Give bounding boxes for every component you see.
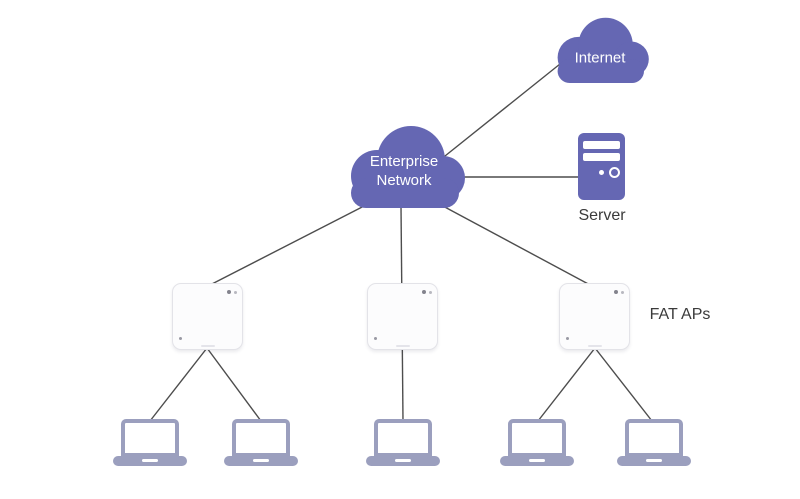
- fat-ap-3: [559, 283, 630, 350]
- laptop-screen: [374, 419, 432, 457]
- laptop-5: [617, 419, 691, 466]
- ap-led-icon: [429, 291, 432, 294]
- ap-brand-mark: [200, 345, 215, 347]
- ap-brand-mark: [587, 345, 602, 347]
- server-icon: [578, 133, 625, 200]
- edge-enterprise-ap1: [207, 203, 369, 287]
- ap-led-icon: [621, 291, 624, 294]
- laptop-notch: [142, 459, 158, 462]
- laptop-base: [113, 456, 187, 466]
- laptop-base: [366, 456, 440, 466]
- laptop-notch: [253, 459, 269, 462]
- fat-ap-1: [172, 283, 243, 350]
- ap-led-icon: [422, 290, 426, 294]
- laptop-base: [224, 456, 298, 466]
- edge-ap3-laptop4: [537, 347, 596, 422]
- server-led-dot-icon: [599, 170, 604, 175]
- laptop-screen: [625, 419, 683, 457]
- laptop-screen: [232, 419, 290, 457]
- laptop-screen: [508, 419, 566, 457]
- enterprise-network-cloud: Enterprise Network: [339, 120, 469, 208]
- enterprise-label-line2: Network: [376, 172, 432, 190]
- laptop-notch: [529, 459, 545, 462]
- server-slot: [583, 153, 620, 161]
- enterprise-label-line1: Enterprise: [369, 153, 439, 171]
- cloud-icon: [351, 126, 465, 208]
- laptop-notch: [646, 459, 662, 462]
- laptop-4: [500, 419, 574, 466]
- laptop-base: [617, 456, 691, 466]
- enterprise-network-label: Enterprise Network: [370, 152, 438, 190]
- ap-dot-icon: [374, 337, 377, 340]
- laptop-3: [366, 419, 440, 466]
- edge-ap1-laptop1: [149, 347, 208, 422]
- fat-ap-2: [367, 283, 438, 350]
- ap-dot-icon: [566, 337, 569, 340]
- server-slot: [583, 141, 620, 149]
- server-led-ring-icon: [609, 167, 620, 178]
- ap-dot-icon: [179, 337, 182, 340]
- laptop-2: [224, 419, 298, 466]
- laptop-notch: [395, 459, 411, 462]
- edge-enterprise-internet: [439, 63, 561, 161]
- internet-label: Internet: [574, 49, 626, 67]
- laptop-base: [500, 456, 574, 466]
- internet-cloud: Internet: [548, 13, 652, 83]
- cloud-icon: [557, 17, 649, 83]
- server-label: Server: [578, 207, 626, 224]
- edge-ap1-laptop2: [206, 347, 262, 422]
- ap-led-icon: [614, 290, 618, 294]
- fat-aps-label: FAT APs: [649, 306, 711, 323]
- ap-brand-mark: [395, 345, 410, 347]
- edge-enterprise-ap3: [440, 204, 593, 287]
- ap-led-icon: [227, 290, 231, 294]
- edge-ap3-laptop5: [594, 347, 653, 422]
- laptop-1: [113, 419, 187, 466]
- ap-led-icon: [234, 291, 237, 294]
- laptop-screen: [121, 419, 179, 457]
